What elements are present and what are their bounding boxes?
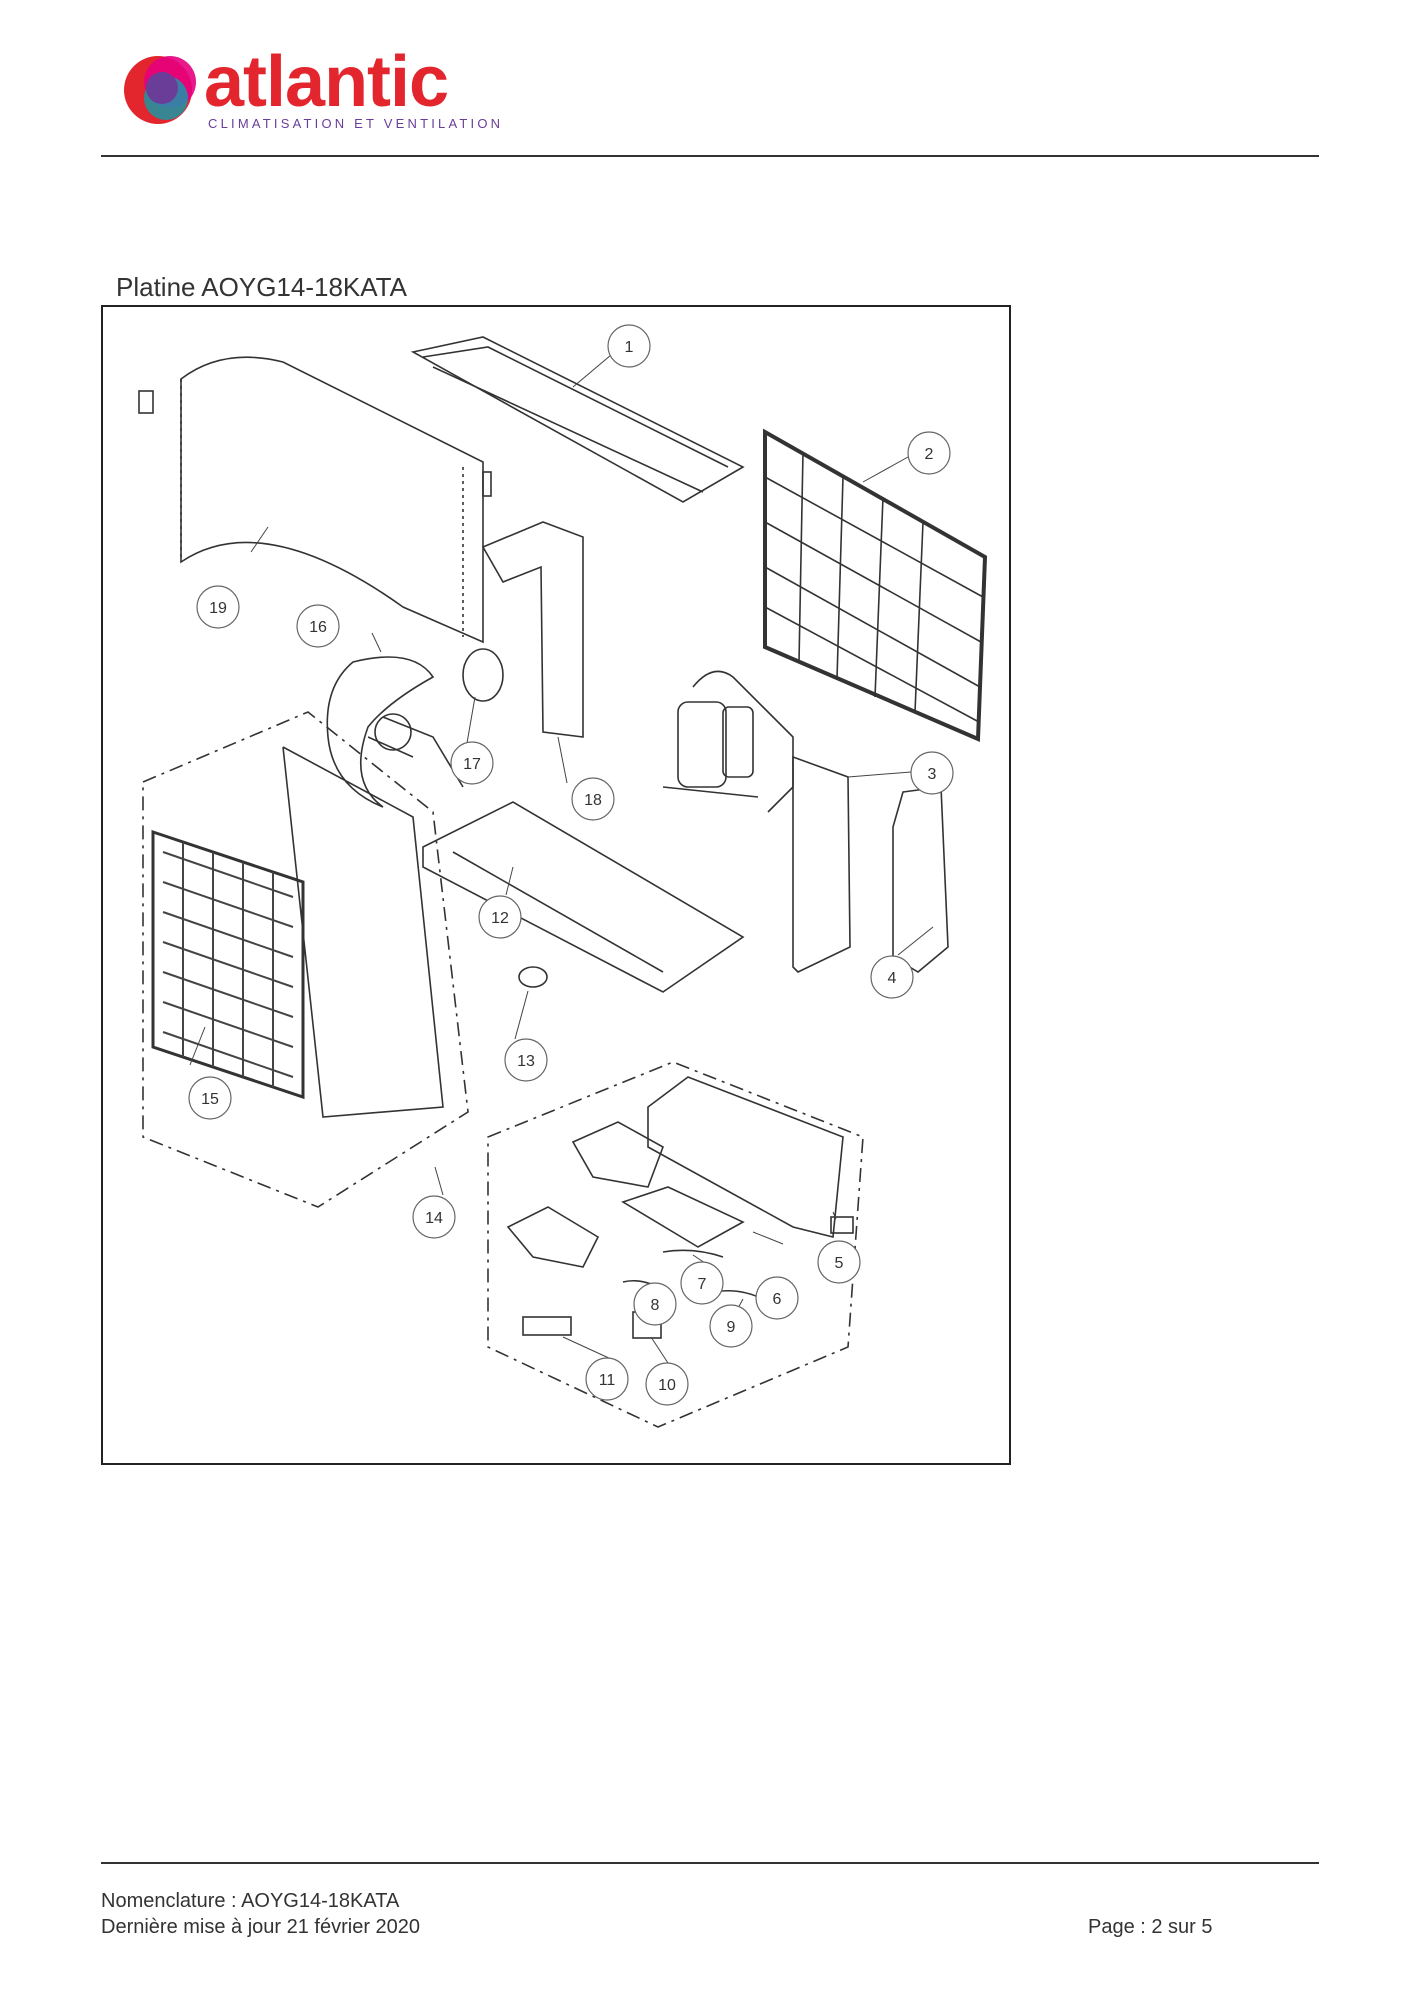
footer-page-number: Page : 2 sur 5 bbox=[1088, 1916, 1213, 1938]
callout-9: 9 bbox=[709, 1304, 753, 1348]
callout-label: 1 bbox=[625, 339, 634, 356]
part-filter-board bbox=[522, 1316, 572, 1336]
callout-10: 10 bbox=[645, 1362, 689, 1406]
callout-label: 6 bbox=[773, 1291, 782, 1308]
part-fan-blade bbox=[326, 656, 435, 808]
part-compressor bbox=[662, 670, 794, 813]
callout-label: 8 bbox=[651, 1297, 660, 1314]
callout-label: 13 bbox=[517, 1053, 535, 1070]
exploded-parts-diagram: 1 2 3 4 5 6 7 8 9 10 11 12 13 14 15 16 1… bbox=[101, 305, 1011, 1465]
callout-label: 17 bbox=[463, 756, 481, 773]
callout-5: 5 bbox=[817, 1240, 861, 1284]
callout-6: 6 bbox=[755, 1276, 799, 1320]
callout-label: 19 bbox=[209, 600, 227, 617]
logo-tagline: CLIMATISATION ET VENTILATION bbox=[208, 116, 504, 131]
part-electrical-box-frame bbox=[487, 1061, 864, 1428]
part-side-panel bbox=[892, 786, 949, 973]
part-motor-bracket bbox=[481, 521, 584, 738]
callout-17: 17 bbox=[450, 741, 494, 785]
part-pcb bbox=[621, 1186, 745, 1248]
part-control-box bbox=[647, 1076, 844, 1239]
callout-8: 8 bbox=[633, 1282, 677, 1326]
part-wire-7 bbox=[662, 1249, 724, 1258]
callout-15: 15 bbox=[188, 1076, 232, 1120]
callout-18: 18 bbox=[571, 777, 615, 821]
part-front-panel-frame bbox=[142, 711, 469, 1208]
callout-label: 11 bbox=[599, 1372, 616, 1389]
callout-label: 4 bbox=[888, 970, 897, 987]
diagram-drawing: 1 2 3 4 5 6 7 8 9 10 11 12 13 14 15 16 1… bbox=[138, 324, 988, 1428]
callout-1: 1 bbox=[607, 324, 651, 368]
footer-divider bbox=[101, 1862, 1319, 1864]
callout-label: 5 bbox=[835, 1255, 844, 1272]
callout-12: 12 bbox=[478, 895, 522, 939]
callout-7: 7 bbox=[680, 1261, 724, 1305]
callout-11: 11 bbox=[585, 1357, 629, 1401]
callout-14: 14 bbox=[412, 1195, 456, 1239]
part-fan-motor bbox=[462, 648, 504, 702]
part-terminal-cover bbox=[571, 1121, 664, 1188]
header-divider bbox=[101, 155, 1319, 157]
part-base-pan bbox=[422, 801, 745, 993]
callout-label: 12 bbox=[491, 910, 509, 927]
callout-label: 16 bbox=[309, 619, 327, 636]
part-partition-panel bbox=[792, 755, 851, 973]
callout-label: 9 bbox=[727, 1319, 736, 1336]
brand-logo: atlantic CLIMATISATION ET VENTILATION bbox=[120, 42, 500, 134]
part-front-grille bbox=[151, 829, 305, 1100]
callout-4: 4 bbox=[870, 955, 914, 999]
callout-2: 2 bbox=[907, 431, 951, 475]
logo-mark-icon bbox=[124, 56, 196, 124]
callout-16: 16 bbox=[296, 604, 340, 648]
callout-label: 15 bbox=[201, 1091, 219, 1108]
part-top-cover bbox=[410, 336, 745, 503]
part-terminal-block bbox=[830, 1216, 854, 1234]
callout-13: 13 bbox=[504, 1038, 548, 1082]
callout-label: 7 bbox=[698, 1276, 707, 1293]
section-title: Platine AOYG14-18KATA bbox=[116, 272, 407, 302]
callout-19: 19 bbox=[196, 585, 240, 629]
logo-wordmark: atlantic bbox=[204, 42, 449, 122]
part-lower-bracket bbox=[506, 1206, 600, 1268]
footer-last-updated: Dernière mise à jour 21 février 2020 bbox=[101, 1916, 421, 1938]
part-drain-cap bbox=[518, 966, 548, 988]
footer-nomenclature: Nomenclature : AOYG14-18KATA bbox=[101, 1890, 400, 1912]
callout-label: 14 bbox=[425, 1210, 443, 1227]
callout-label: 2 bbox=[925, 446, 934, 463]
callout-label: 10 bbox=[658, 1377, 676, 1394]
callout-label: 3 bbox=[928, 766, 937, 783]
part-small-bracket bbox=[138, 390, 154, 414]
callout-3: 3 bbox=[910, 751, 954, 795]
part-rear-grille bbox=[763, 428, 988, 742]
part-condenser-coil bbox=[180, 356, 484, 644]
callout-label: 18 bbox=[584, 792, 602, 809]
